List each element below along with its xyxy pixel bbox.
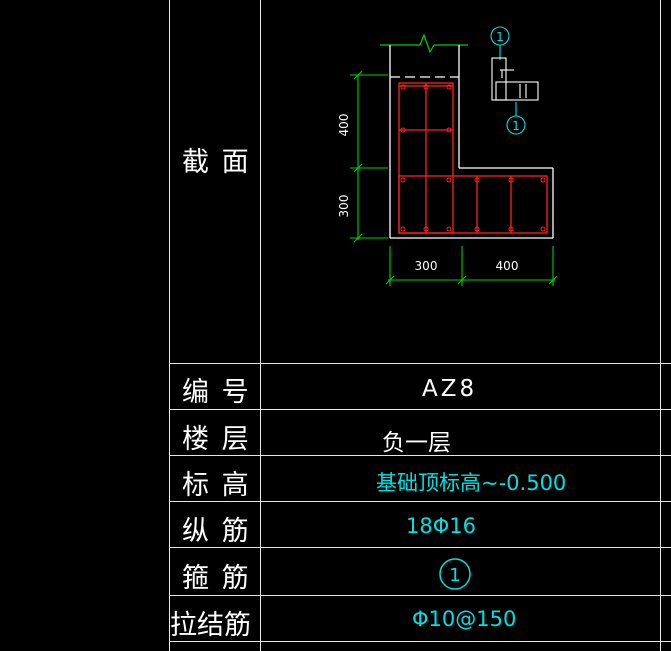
grid-line-right	[660, 0, 661, 651]
dimension-lines-left	[350, 70, 388, 243]
stirrup-mark: 1	[439, 558, 471, 590]
value-tie-bar: Φ10@150	[412, 607, 517, 631]
break-line	[380, 33, 468, 54]
value-floor: 负一层	[382, 430, 451, 456]
rebar-stirrups	[398, 82, 548, 234]
grid-row-1	[169, 363, 671, 364]
detail-mark-top: 1	[496, 30, 504, 44]
rebar-bars	[400, 84, 546, 232]
dim-300-bottom: 300	[415, 259, 438, 273]
dim-400-bottom: 400	[496, 259, 519, 273]
detail-mark-bottom: 1	[512, 119, 520, 133]
grid-row-6	[169, 595, 671, 596]
grid-row-2	[169, 409, 671, 410]
label-stirrup: 箍 筋	[182, 563, 251, 594]
grid-line-left	[169, 0, 170, 651]
grid-row-4	[169, 501, 671, 502]
value-number: AZ8	[422, 376, 478, 402]
label-tie-bar: 拉结筋	[170, 610, 251, 641]
grid-line-mid	[260, 0, 261, 651]
grid-row-7	[169, 641, 671, 642]
value-longitudinal: 18Φ16	[406, 514, 476, 538]
grid-row-3	[169, 455, 671, 456]
label-floor: 楼 层	[182, 424, 251, 455]
label-longitudinal: 纵 筋	[182, 516, 251, 547]
dim-400-left: 400	[337, 114, 351, 137]
value-elevation: 基础顶标高~-0.500	[376, 471, 567, 495]
label-elevation: 标 高	[182, 470, 251, 501]
section-outline	[389, 45, 554, 239]
grid-row-5	[169, 547, 671, 548]
dim-300-left: 300	[337, 195, 351, 218]
section-drawing: 400 300 300 400 1 1	[337, 26, 558, 286]
label-section: 截 面	[182, 147, 251, 178]
dimension-lines-bottom	[385, 246, 558, 286]
stirrup-mark-number: 1	[449, 565, 460, 586]
label-number: 编 号	[182, 377, 251, 408]
detail-callout	[490, 26, 539, 135]
